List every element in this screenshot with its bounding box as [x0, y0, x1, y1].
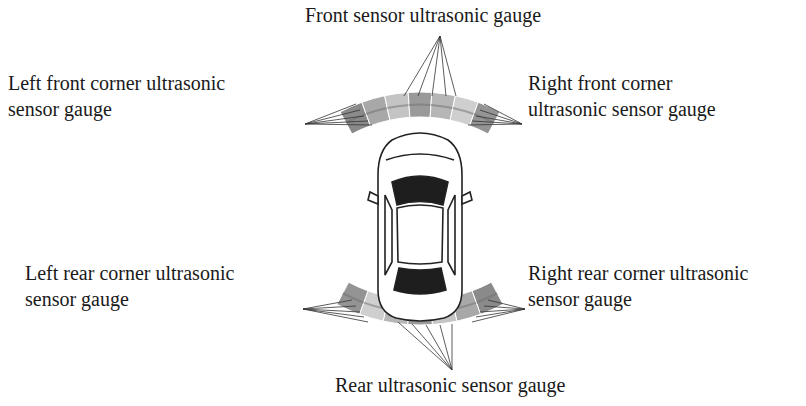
right-mirror: [462, 192, 472, 204]
sensor-label: Front sensor ultrasonic gauge: [305, 2, 541, 28]
leader-line: [472, 300, 525, 322]
rear-window: [394, 268, 446, 294]
sensor-fan: [340, 92, 500, 134]
leader-line: [398, 322, 452, 370]
sensor-label: Right front corner ultrasonic sensor gau…: [528, 70, 753, 122]
fan-band: [366, 107, 388, 115]
windshield: [392, 176, 448, 205]
fan-band: [453, 107, 475, 115]
fan-band: [409, 103, 431, 105]
leader-line: [303, 300, 368, 322]
fan-segment: [385, 92, 410, 120]
leader-line: [404, 36, 456, 96]
left-mirror: [368, 192, 378, 204]
sensor-label: Left rear corner ultrasonic sensor gauge: [25, 260, 250, 312]
sensor-label: Left front corner ultrasonic sensor gaug…: [8, 70, 233, 122]
fan-segment: [337, 282, 368, 314]
sensor-label: Rear ultrasonic sensor gauge: [335, 372, 565, 398]
right-side-windows: [448, 195, 455, 275]
sensor-fans: [337, 92, 503, 325]
car-body: [378, 133, 462, 321]
fan-segment: [470, 102, 500, 134]
roof: [397, 205, 443, 264]
leader-line: [305, 104, 372, 125]
sensor-label: Right rear corner ultrasonic sensor gaug…: [528, 260, 753, 312]
fan-band: [387, 104, 409, 109]
hood-line: [386, 154, 454, 160]
fan-segment: [408, 92, 432, 117]
leader-line: [468, 104, 522, 125]
fan-band: [342, 292, 364, 303]
fan-band: [431, 104, 453, 109]
left-side-windows: [385, 195, 392, 275]
leader-lines: [303, 36, 525, 370]
car-top-view: [368, 133, 472, 321]
